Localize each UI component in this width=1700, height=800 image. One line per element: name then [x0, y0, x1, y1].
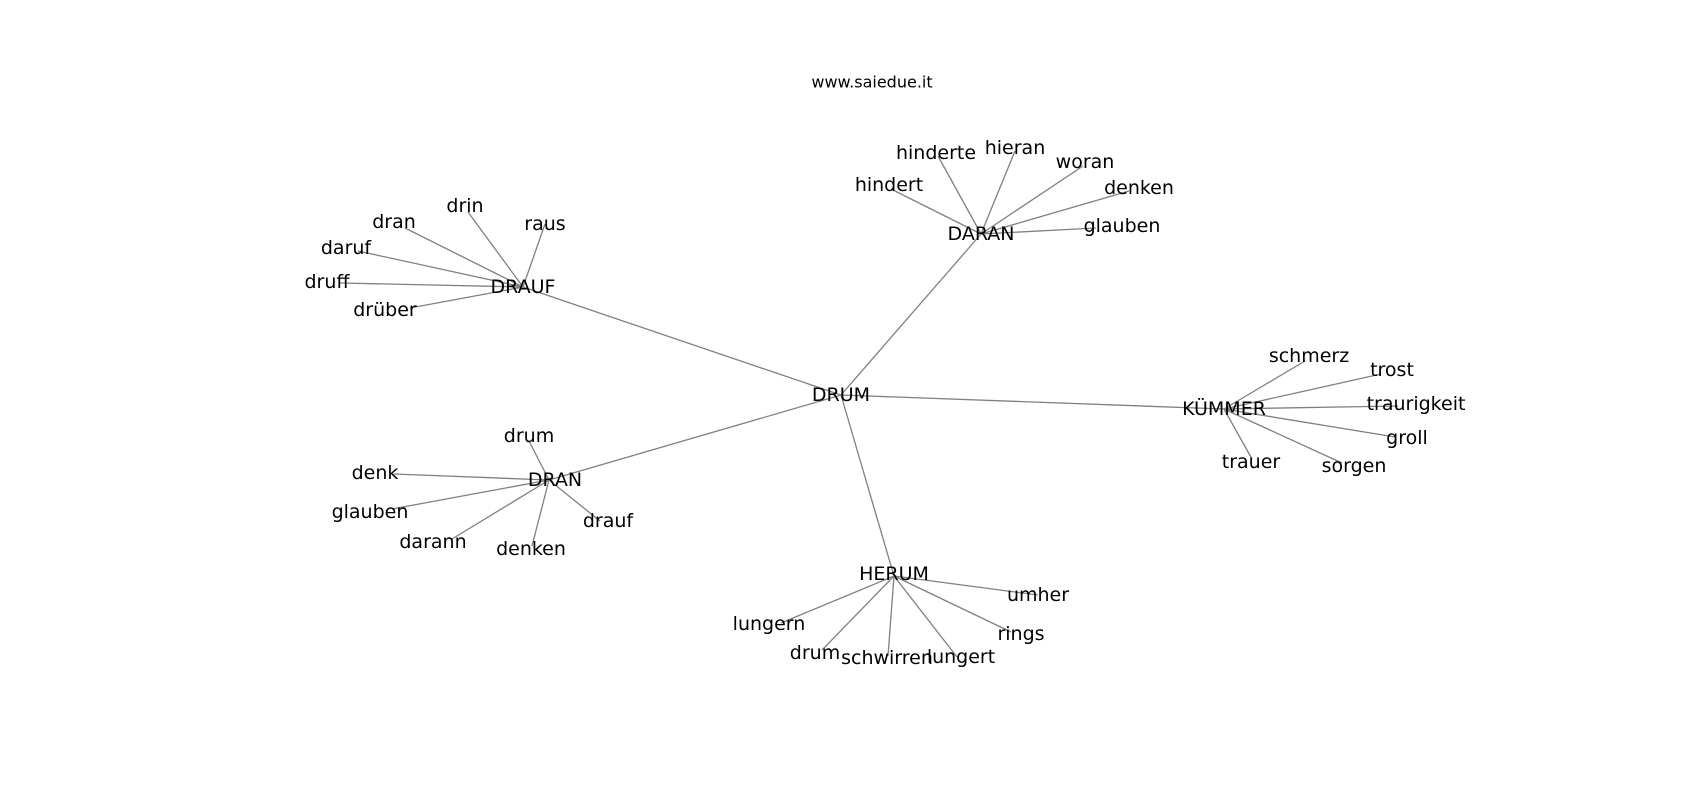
edge-kummer_hub-to-kummer_sorgen [1223, 408, 1343, 464]
node-label-daran-denken: denken [1104, 177, 1174, 199]
edge-drauf_hub-to-drauf_druff [339, 282, 524, 288]
edge-herum_hub-to-herum_umher [893, 575, 1039, 596]
node-label-dran-drum: drum [504, 425, 554, 447]
node-label-herum-umher: umher [1007, 584, 1069, 606]
node-label-kummer-hub: KÜMMER [1182, 397, 1266, 420]
node-label-daran-hindert: hindert [855, 174, 923, 196]
edge-kummer_hub-to-kummer_traurigkeit [1223, 405, 1399, 410]
edge-drauf_hub-to-drauf_druber [409, 286, 524, 309]
edge-dran_hub-to-dran_drauf [548, 479, 601, 522]
node-label-daran-hieran: hieran [985, 137, 1046, 159]
edge-daran_hub-to-daran_hinderte [937, 155, 982, 235]
edge-daran_hub-to-daran_woran [980, 165, 1084, 235]
edge-kummer_hub-to-kummer_trauer [1223, 408, 1253, 460]
edge-drauf_hub-to-drauf_dran [404, 227, 524, 288]
edge-daran_hub-to-daran_glauben [980, 227, 1097, 235]
edge-drum_center-to-drauf_hub [522, 286, 842, 396]
edge-drum_center-to-herum_hub [840, 394, 895, 577]
edge-kummer_hub-to-kummer_trost [1223, 373, 1382, 410]
node-label-herum-hub: HERUM [859, 563, 929, 585]
edge-drum_center-to-dran_hub [548, 394, 842, 481]
edge-herum_hub-to-herum_drum [821, 575, 895, 651]
node-label-herum-rings: rings [997, 623, 1044, 645]
node-label-drauf-drin: drin [446, 195, 483, 217]
node-label-drauf-daruf: daruf [321, 237, 373, 259]
edge-drauf_hub-to-drauf_daruf [357, 250, 524, 288]
nodes-layer: DRUM DRAUF DARAN KÜMMER DRAN HERUM dran drin rau… [304, 137, 1465, 669]
edge-kummer_hub-to-kummer_schmerz [1223, 360, 1306, 410]
node-label-drauf-dran: dran [372, 211, 416, 233]
node-label-dran-hub: DRAN [528, 469, 582, 491]
node-label-herum-schwirren: schwirren [841, 647, 933, 669]
node-label-kummer-trost: trost [1370, 359, 1414, 381]
edge-kummer_hub-to-kummer_groll [1223, 408, 1396, 438]
node-label-daran-hinderte: hinderte [896, 142, 976, 164]
edge-daran_hub-to-daran_hieran [980, 150, 1016, 235]
node-label-kummer-sorgen: sorgen [1322, 455, 1387, 477]
node-label-kummer-traurigkeit: traurigkeit [1367, 393, 1466, 415]
node-label-dran-denken: denken [496, 538, 566, 560]
node-label-dran-glauben: glauben [332, 501, 409, 523]
node-label-herum-lungern: lungern [733, 613, 806, 635]
node-label-daran-hub: DARAN [948, 223, 1015, 245]
node-label-dran-darann: darann [399, 531, 466, 553]
edge-dran_hub-to-dran_darann [451, 479, 550, 540]
edge-herum_hub-to-herum_lungert [893, 575, 958, 658]
edge-drum_center-to-kummer_hub [840, 394, 1225, 410]
node-label-dran-denk: denk [352, 462, 399, 484]
node-label-kummer-groll: groll [1386, 427, 1428, 449]
edge-herum_hub-to-herum_rings [893, 575, 1012, 633]
node-label-drum-center: DRUM [812, 384, 870, 406]
node-label-herum-lungert: lungert [927, 646, 995, 668]
edge-dran_hub-to-dran_drum [528, 440, 550, 481]
node-label-herum-drum: drum [790, 642, 840, 664]
edge-dran_hub-to-dran_glauben [391, 479, 550, 510]
node-label-drauf-druber: drüber [353, 299, 417, 321]
site-title: www.saiedue.it [811, 73, 932, 92]
node-label-kummer-schmerz: schmerz [1269, 345, 1349, 367]
edge-dran_hub-to-dran_denken [531, 479, 550, 547]
node-label-dran-drauf: drauf [583, 510, 635, 532]
edge-daran_hub-to-daran_hindert [890, 188, 982, 235]
node-label-daran-glauben: glauben [1084, 215, 1161, 237]
edge-drum_center-to-daran_hub [840, 233, 982, 396]
node-label-drauf-raus: raus [524, 213, 565, 235]
node-label-drauf-hub: DRAUF [491, 276, 556, 298]
node-label-drauf-druff: druff [304, 271, 350, 293]
edge-dran_hub-to-dran_denk [393, 473, 550, 481]
edges-layer [339, 150, 1399, 658]
edge-drauf_hub-to-drauf_raus [522, 223, 546, 288]
edge-drauf_hub-to-drauf_drin [467, 211, 524, 288]
edge-herum_hub-to-herum_schwirren [887, 575, 895, 657]
edge-herum_hub-to-herum_lungern [780, 575, 895, 624]
edge-daran_hub-to-daran_denken [980, 190, 1130, 235]
node-label-daran-woran: woran [1056, 151, 1115, 173]
node-label-kummer-trauer: trauer [1222, 451, 1281, 473]
